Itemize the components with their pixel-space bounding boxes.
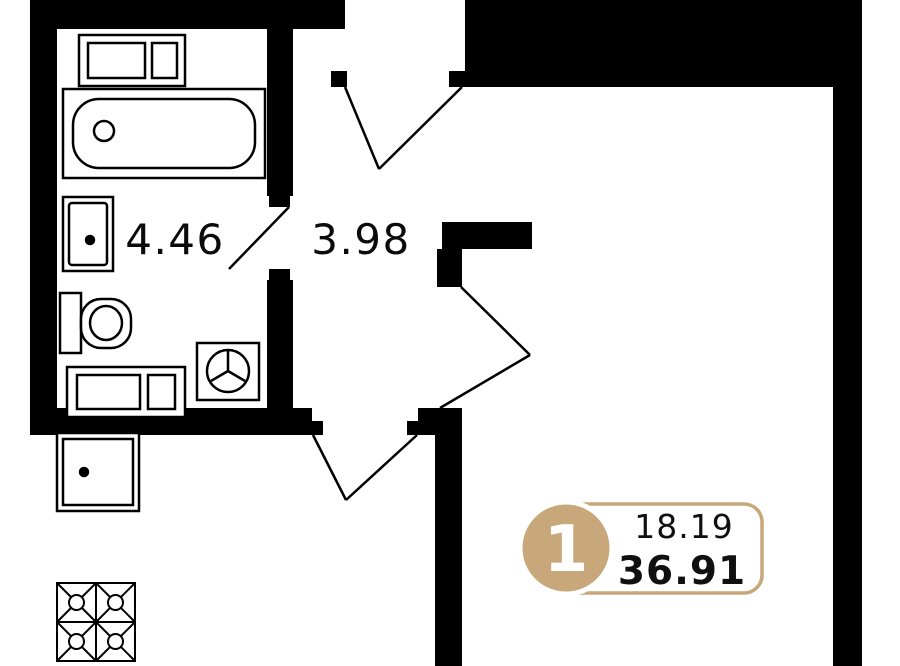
living-room-door-leaf — [460, 286, 531, 356]
entry-door-jamb-left — [331, 71, 347, 87]
kitchen-door-leaf — [311, 434, 348, 501]
kitchen-door-jamb-left — [312, 421, 323, 435]
shower-tray-icon — [55, 431, 141, 513]
bathtub-drain-icon — [92, 119, 116, 143]
entry-door-jamb-right — [449, 71, 465, 87]
toilet-icon — [58, 291, 133, 355]
hallway-area-label: 3.98 — [311, 215, 411, 264]
wall-hall-stub-horizontal — [442, 222, 532, 249]
walls — [30, 0, 862, 666]
living-room-door-chord — [439, 353, 531, 410]
total-area-value: 36.91 — [618, 549, 746, 594]
bathroom-area-label: 4.46 — [125, 215, 225, 264]
washing-machine-bottom-icon — [65, 365, 187, 419]
rooms-count-value: 1 — [544, 513, 589, 587]
floor-tiles-icon — [56, 582, 136, 662]
bathroom-door-jamb-top — [269, 196, 290, 207]
bathroom-door-leaf — [228, 206, 290, 270]
wall-top-right-block — [465, 0, 833, 87]
extractor-fan-icon — [195, 341, 261, 402]
rooms-count-circle — [517, 499, 615, 597]
washing-machine-top-icon — [77, 33, 187, 88]
entry-door-chord — [378, 86, 463, 170]
sink-icon — [61, 195, 115, 273]
wall-left — [30, 0, 57, 435]
sink-drain-icon — [84, 234, 96, 246]
kitchen-door-jamb-right — [407, 421, 418, 435]
shower-drain-icon — [78, 466, 90, 478]
bathtub-icon — [61, 87, 267, 180]
kitchen-door-chord — [345, 434, 418, 501]
wall-top-left — [30, 0, 345, 29]
entry-door-leaf — [343, 86, 381, 170]
wall-room-divider — [435, 408, 462, 666]
door-swings — [228, 86, 531, 501]
living-area-value: 18.19 — [634, 507, 733, 546]
info-badge: 18.19 36.91 1 — [517, 499, 764, 597]
wall-right — [833, 0, 862, 666]
wall-hall-stub-vertical — [437, 249, 462, 287]
wall-bathroom-upper — [267, 29, 293, 196]
bathroom-door-jamb-bottom — [269, 269, 290, 280]
